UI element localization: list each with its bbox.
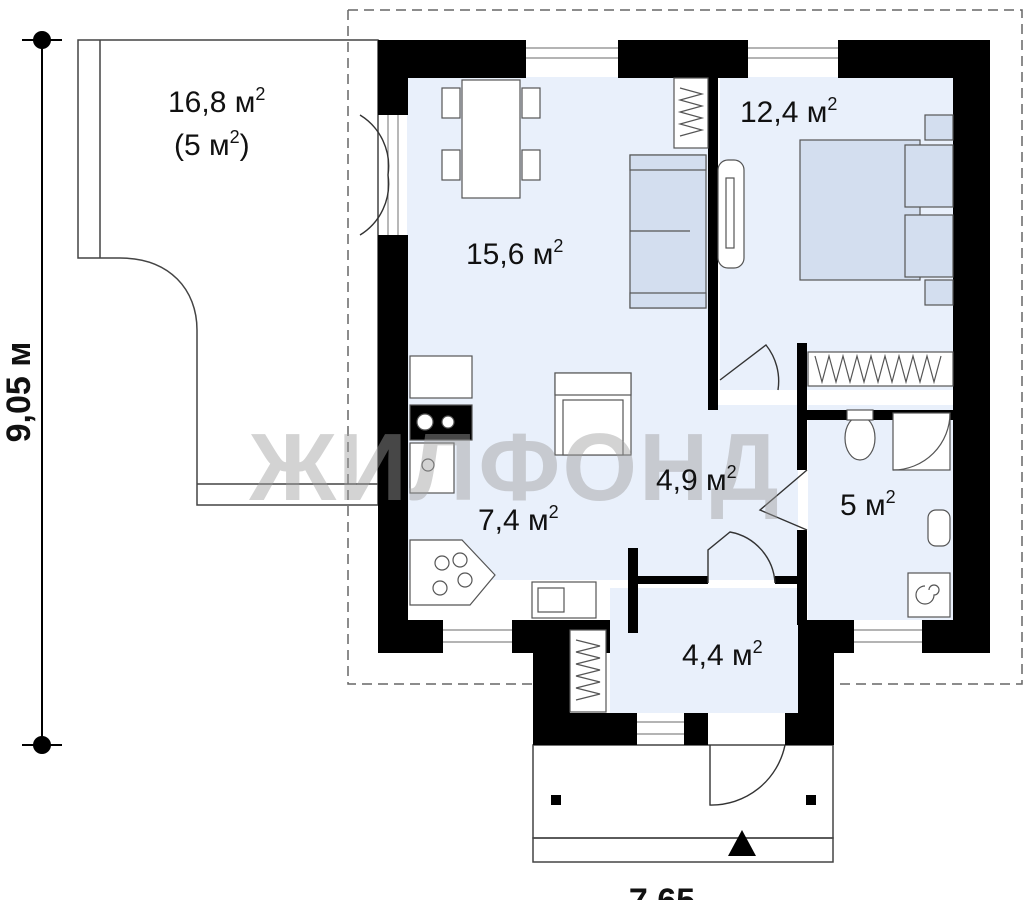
kitchen-counter <box>409 355 473 399</box>
walls <box>378 40 990 745</box>
entrance-arrow <box>728 830 756 856</box>
entry-fill <box>610 588 798 713</box>
shower-cabin <box>892 412 951 471</box>
terrace <box>77 39 379 506</box>
windows <box>387 47 922 735</box>
height-dimension-label: 9,05 м <box>0 342 38 443</box>
wardrobe <box>569 629 607 713</box>
terrace-subarea: (5 м2) <box>174 127 250 162</box>
washing-machine <box>907 572 951 618</box>
porch-post <box>806 795 816 805</box>
furniture <box>409 77 954 713</box>
toilet <box>844 415 876 461</box>
terrace-area: 16,8 м2 <box>168 84 265 119</box>
living-room-area: 15,6 м2 <box>466 236 563 271</box>
dining-table <box>461 79 521 199</box>
bed <box>799 139 921 281</box>
kitchen-sink-corner <box>409 442 455 494</box>
entry-area: 4,4 м2 <box>682 637 763 672</box>
bedroom-area: 12,4 м2 <box>740 94 837 129</box>
bathroom-area: 5 м2 <box>840 487 896 522</box>
porch <box>532 744 834 863</box>
hall-area: 4,9 м2 <box>656 462 737 497</box>
width-dimension-label: 7,65 <box>629 882 695 900</box>
watermark: ЖИЛФОНД <box>248 414 780 521</box>
washbasin <box>927 509 951 547</box>
roof-outline <box>347 9 1023 685</box>
kitchen-area: 7,4 м2 <box>478 502 559 537</box>
porch-post <box>551 795 561 805</box>
cooktop <box>409 539 496 606</box>
hall-fill <box>628 405 798 580</box>
doors <box>359 114 808 806</box>
wardrobe <box>673 77 709 149</box>
height-dimension: 9,05 м <box>0 31 62 754</box>
